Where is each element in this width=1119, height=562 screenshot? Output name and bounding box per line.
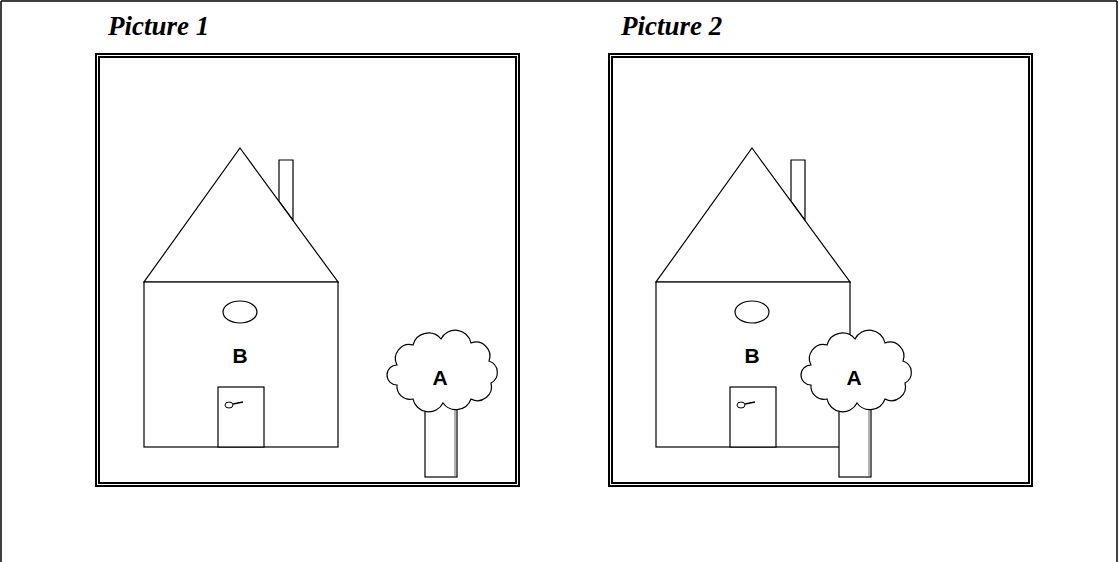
house-shape: B: [655, 148, 851, 448]
house-shape: B: [143, 148, 339, 448]
house-outline: [655, 148, 851, 448]
object-label: A: [846, 367, 861, 388]
window: [735, 301, 769, 323]
tree-canopy: [387, 330, 497, 412]
border-line: [0, 1, 2, 562]
border-line: [1116, 1, 1118, 562]
trunk-shade: [868, 401, 870, 476]
tree-shape: A: [797, 335, 912, 478]
picture-title: Picture 1: [108, 13, 209, 40]
border-line: [1, 0, 1117, 2]
house-wall: [144, 282, 338, 447]
picture-frame: Picture 1BA: [95, 53, 520, 487]
tree-outline: [383, 335, 498, 478]
roof: [656, 148, 850, 282]
door-handle: [225, 402, 233, 408]
picture-frame: Picture 2BA: [608, 53, 1033, 487]
window: [223, 301, 257, 323]
roof: [144, 148, 338, 282]
object-label: B: [744, 345, 759, 366]
house-outline: [143, 148, 339, 448]
tree-shape: A: [383, 335, 498, 478]
picture-title: Picture 2: [621, 13, 722, 40]
door-handle: [737, 402, 745, 408]
door-handle: [233, 402, 243, 404]
door: [218, 387, 264, 447]
object-label: A: [432, 367, 447, 388]
door-handle: [745, 402, 755, 404]
object-label: B: [232, 345, 247, 366]
door: [730, 387, 776, 447]
tree-canopy: [801, 330, 911, 412]
trunk-shade: [454, 401, 456, 476]
tree-outline: [797, 335, 912, 478]
